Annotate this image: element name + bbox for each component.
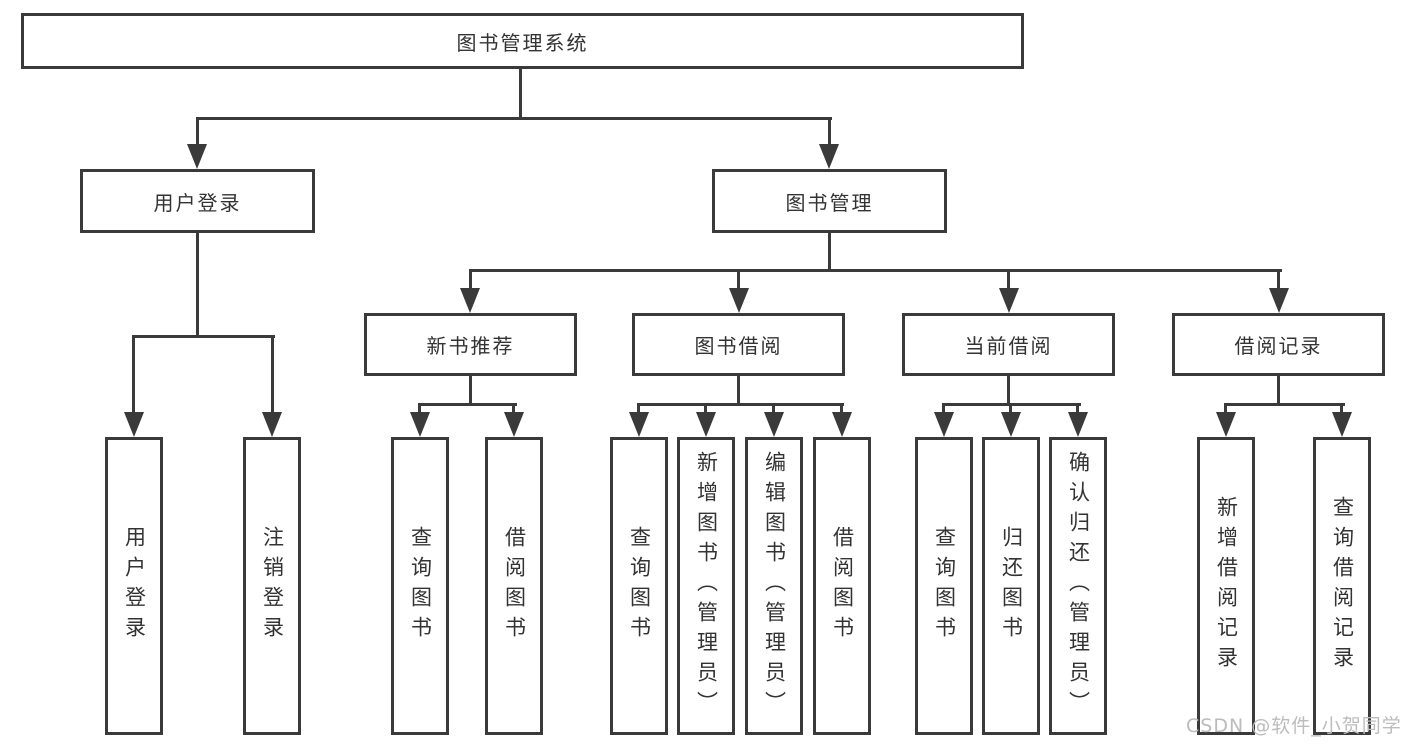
node-library-system-label: 图书管理系统	[456, 30, 589, 55]
arrowhead-down-icon	[124, 412, 144, 437]
leaf-br-query-record-label: 查询借阅记录	[1330, 496, 1355, 676]
leaf-bb-query-book-label: 查询图书	[627, 526, 652, 646]
node-library-system: 图书管理系统	[21, 13, 1024, 69]
leaf-bb-edit-book-admin: 编辑图书（管理员）	[745, 437, 803, 735]
node-borrow-records: 借阅记录	[1172, 313, 1385, 376]
leaf-bb-query-book: 查询图书	[610, 437, 668, 735]
connector-new-book-stem	[469, 376, 472, 406]
node-user-login-label: 用户登录	[153, 190, 242, 215]
connector-user-login-stem	[196, 233, 199, 337]
node-borrow-records-label: 借阅记录	[1234, 334, 1323, 358]
arrowhead-down-icon	[262, 412, 282, 437]
connector-root-stem	[519, 69, 522, 120]
connector-book-mgmt-stem	[828, 233, 831, 271]
leaf-nb-query-book-label: 查询图书	[408, 526, 433, 646]
leaf-cb-return-book: 归还图书	[982, 437, 1040, 735]
connector-bb-edit-drop	[772, 403, 775, 414]
arrowhead-down-icon	[1332, 412, 1352, 437]
connector-book-borrow-drop	[737, 269, 740, 291]
arrowhead-down-icon	[504, 412, 524, 437]
connector-bb-borrow-drop	[840, 403, 843, 414]
connector-borrow-records-hline	[1224, 403, 1345, 406]
connector-book-borrow-stem	[737, 376, 740, 406]
leaf-br-add-record: 新增借阅记录	[1197, 437, 1255, 735]
connector-level2-hline	[469, 269, 1282, 272]
connector-borrow-records-stem	[1277, 376, 1280, 406]
node-book-borrow: 图书借阅	[632, 313, 845, 376]
arrowhead-down-icon	[934, 412, 954, 437]
connector-level1-hline	[196, 117, 832, 120]
leaf-logout-label: 注销登录	[260, 526, 285, 646]
connector-current-borrow-drop	[1007, 269, 1010, 291]
leaf-br-add-record-label: 新增借阅记录	[1214, 496, 1239, 676]
connector-book-borrow-hline	[637, 403, 844, 406]
connector-borrow-records-drop	[1277, 269, 1280, 291]
leaf-bb-add-book-admin-label: 新增图书（管理员）	[694, 451, 719, 721]
leaf-logout: 注销登录	[243, 437, 301, 735]
arrowhead-down-icon	[410, 412, 430, 437]
leaf-cb-return-book-label: 归还图书	[999, 526, 1024, 646]
node-new-book-recommend-label: 新书推荐	[426, 334, 515, 358]
connector-bb-query-drop	[637, 403, 640, 414]
leaf-br-query-record: 查询借阅记录	[1313, 437, 1371, 735]
leaf-bb-add-book-admin: 新增图书（管理员）	[677, 437, 735, 735]
connector-user-login-drop	[196, 118, 199, 148]
leaf-bb-borrow-book: 借阅图书	[813, 437, 871, 735]
arrowhead-down-icon	[1216, 412, 1236, 437]
connector-cb-query-drop	[942, 403, 945, 414]
connector-current-borrow-stem	[1007, 376, 1010, 406]
connector-new-book-drop	[469, 269, 472, 291]
leaf-cb-confirm-return-admin-label: 确认归还（管理员）	[1066, 451, 1091, 721]
leaf-bb-borrow-book-label: 借阅图书	[830, 526, 855, 646]
arrowhead-down-icon	[729, 288, 749, 313]
csdn-watermark: CSDN @软件_小贺同学	[1186, 715, 1402, 737]
connector-new-book-hline	[418, 403, 517, 406]
node-user-login: 用户登录	[80, 169, 315, 233]
connector-br-add-drop	[1224, 403, 1227, 414]
connector-nb-query-drop	[418, 403, 421, 414]
connector-user-split-hline	[132, 335, 275, 338]
arrowhead-down-icon	[1269, 288, 1289, 313]
arrowhead-down-icon	[187, 144, 207, 169]
leaf-cb-query-book: 查询图书	[915, 437, 973, 735]
connector-cb-return-drop	[1009, 403, 1012, 414]
connector-leaf-logout-drop	[271, 335, 274, 415]
leaf-bb-edit-book-admin-label: 编辑图书（管理员）	[762, 451, 787, 721]
arrowhead-down-icon	[832, 412, 852, 437]
connector-br-query-drop	[1340, 403, 1343, 414]
arrowhead-down-icon	[764, 412, 784, 437]
connector-cb-confirm-drop	[1076, 403, 1079, 414]
node-current-borrow: 当前借阅	[902, 313, 1115, 376]
node-book-management-label: 图书管理	[785, 190, 874, 215]
connector-nb-borrow-drop	[512, 403, 515, 414]
node-new-book-recommend: 新书推荐	[364, 313, 577, 376]
leaf-cb-query-book-label: 查询图书	[932, 526, 957, 646]
leaf-nb-query-book: 查询图书	[391, 437, 449, 735]
arrowhead-down-icon	[696, 412, 716, 437]
connector-book-mgmt-drop	[828, 118, 831, 148]
leaf-user-login: 用户登录	[105, 437, 163, 735]
arrowhead-down-icon	[819, 144, 839, 169]
arrowhead-down-icon	[629, 412, 649, 437]
node-book-borrow-label: 图书借阅	[694, 334, 783, 358]
leaf-user-login-label: 用户登录	[122, 526, 147, 646]
node-current-borrow-label: 当前借阅	[964, 334, 1053, 358]
arrowhead-down-icon	[1068, 412, 1088, 437]
node-book-management: 图书管理	[712, 169, 947, 233]
leaf-cb-confirm-return-admin: 确认归还（管理员）	[1049, 437, 1107, 735]
leaf-nb-borrow-book: 借阅图书	[485, 437, 543, 735]
arrowhead-down-icon	[460, 288, 480, 313]
arrowhead-down-icon	[1001, 412, 1021, 437]
connector-leaf-user-login-drop	[132, 335, 135, 415]
arrowhead-down-icon	[999, 288, 1019, 313]
connector-bb-add-drop	[704, 403, 707, 414]
leaf-nb-borrow-book-label: 借阅图书	[502, 526, 527, 646]
